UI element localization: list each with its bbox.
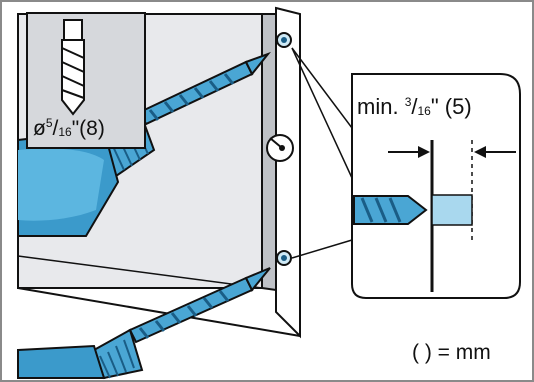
- screw-hole-icon: [276, 32, 292, 48]
- drilled-hole: [431, 194, 473, 226]
- floor-line: [17, 287, 301, 337]
- drill-bit-icon: [26, 12, 146, 149]
- detail-inset: [351, 73, 521, 299]
- dimension-arrow-icon: [388, 146, 516, 158]
- upper-drill: [17, 51, 272, 237]
- unit-note: ( ) = mm: [412, 341, 491, 364]
- screw-hole-icon: [276, 250, 292, 266]
- lower-drill: [17, 267, 271, 380]
- knob-icon: [266, 134, 294, 162]
- drill-bit-diameter-label: ø5/16"(8): [33, 116, 105, 140]
- min-distance-label: min. 3/16" (5): [357, 94, 472, 119]
